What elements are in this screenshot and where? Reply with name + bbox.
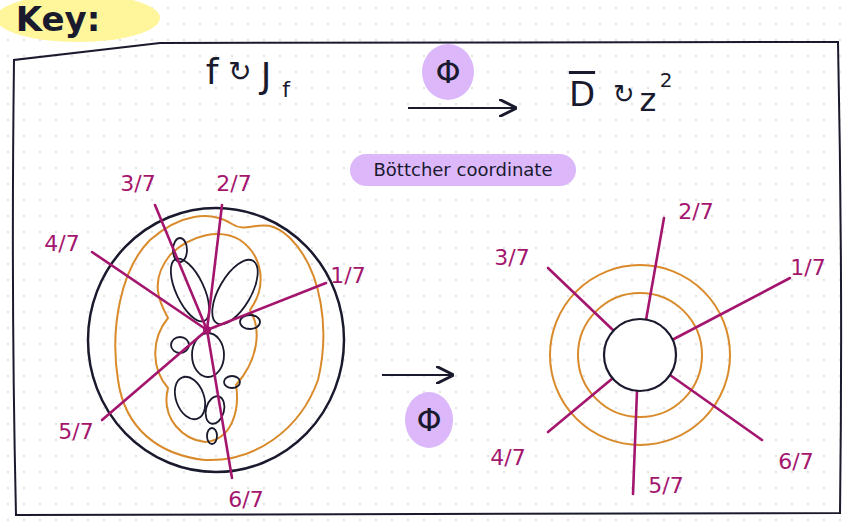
equipotential-curve <box>115 216 323 460</box>
ray-angle: 6/7 <box>778 451 813 473</box>
purple-highlight <box>405 392 453 448</box>
math-symbol: ↻ <box>228 58 251 86</box>
map-arrow <box>382 374 452 376</box>
ray-angle: 4/7 <box>490 447 525 469</box>
ray-angle: 3/7 <box>120 173 155 195</box>
ray-angle: 2/7 <box>216 173 251 195</box>
purple-highlight <box>422 44 474 100</box>
math-symbol: f <box>206 54 219 90</box>
purple-highlight <box>350 154 576 186</box>
ray-angle: 1/7 <box>330 265 365 287</box>
highlight-note: Böttcher coordinate <box>374 161 553 179</box>
alpha-fixed-point <box>203 326 211 334</box>
ray-angle: 1/7 <box>790 257 825 279</box>
ray-angle: 2/7 <box>678 201 713 223</box>
equipotential-circle <box>550 265 730 445</box>
yellow-highlight <box>0 0 160 42</box>
external-rays <box>92 205 326 478</box>
ray-angle: 5/7 <box>58 421 93 443</box>
equipotential-circle <box>578 293 702 417</box>
math-subscript: f <box>282 79 290 101</box>
external-rays <box>548 218 790 494</box>
frame-outline <box>13 42 841 515</box>
ray-angle: 4/7 <box>44 233 79 255</box>
ray-angle: 6/7 <box>228 489 263 511</box>
map-symbol: Φ <box>416 404 441 436</box>
ray-angle: 3/7 <box>494 247 529 269</box>
math-symbol: J <box>261 58 272 94</box>
ray-angle: 5/7 <box>648 475 683 497</box>
map-symbol: Φ <box>435 56 460 88</box>
key-heading: Key: <box>16 2 101 36</box>
math-superscript: 2 <box>660 70 673 90</box>
math-symbol: z <box>640 84 657 116</box>
unit-disk <box>604 319 676 391</box>
math-symbol: D <box>569 77 595 111</box>
map-arrow <box>408 107 515 109</box>
math-symbol: ↻ <box>613 81 635 107</box>
